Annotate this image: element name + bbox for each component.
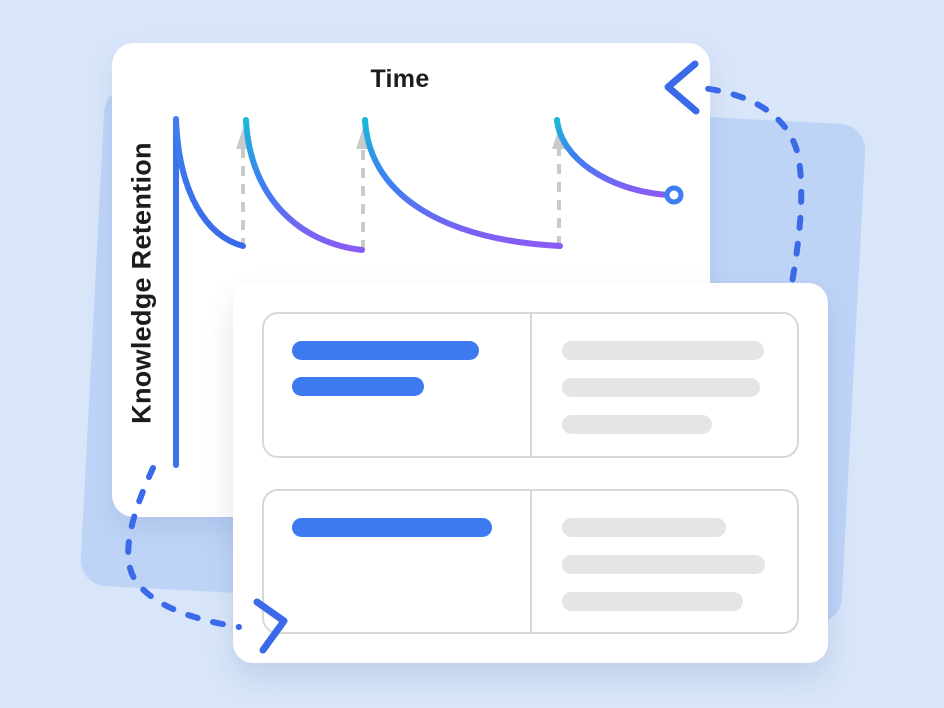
front-text-skeleton xyxy=(292,517,492,537)
forgetting-curves-plot xyxy=(173,116,684,468)
front-text-skeleton xyxy=(292,341,479,360)
flashcard-front xyxy=(264,491,530,633)
back-text-skeleton xyxy=(562,378,760,397)
back-text-skeleton xyxy=(562,554,765,574)
forgetting-curve-4 xyxy=(554,117,670,198)
front-text-skeleton xyxy=(292,377,424,396)
current-retention-marker xyxy=(664,185,684,205)
back-text-skeleton xyxy=(562,517,726,537)
flashcard-front xyxy=(264,314,530,456)
back-text-skeleton xyxy=(562,341,764,360)
flashcards-card xyxy=(233,283,828,663)
back-text-skeleton xyxy=(562,591,743,611)
forgetting-curve-1 xyxy=(173,117,246,249)
flashcard-back xyxy=(530,314,797,456)
forgetting-curve-2 xyxy=(243,117,365,253)
flashcard-row xyxy=(262,312,799,458)
back-text-skeleton xyxy=(562,415,712,434)
flashcard-row xyxy=(262,488,799,634)
forgetting-curve-3 xyxy=(362,117,563,249)
flashcard-back xyxy=(530,490,797,632)
chart-title: Time xyxy=(370,65,430,93)
